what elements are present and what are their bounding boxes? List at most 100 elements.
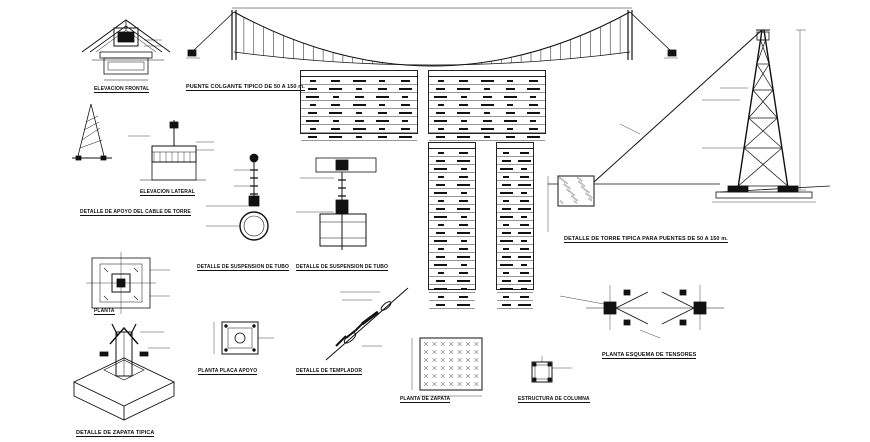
table-row	[429, 189, 475, 197]
cell-mark	[309, 103, 316, 106]
label-detalle-zapata: DETALLE DE ZAPATA TIPICA	[76, 430, 155, 437]
table-row	[429, 117, 545, 125]
cell-mark	[459, 223, 468, 226]
table-cell	[429, 293, 452, 300]
cell-mark	[503, 151, 509, 154]
table-cell	[301, 101, 324, 108]
rebar-cross	[423, 373, 429, 379]
cell-mark	[521, 191, 527, 194]
cell-mark	[480, 103, 494, 106]
table-row	[429, 205, 475, 213]
rebar-cross	[474, 381, 479, 387]
table-cell	[515, 277, 533, 284]
table-cell	[452, 229, 475, 236]
cell-mark	[309, 79, 316, 82]
cell-mark	[519, 271, 529, 274]
table-cell	[475, 109, 498, 116]
cell-mark	[434, 95, 448, 98]
table-cell	[452, 205, 475, 212]
table-cell	[515, 213, 533, 220]
table-cell	[429, 197, 452, 204]
table-row	[497, 221, 533, 229]
table-cell	[515, 181, 533, 188]
rebar-cross	[423, 365, 429, 371]
table-row	[429, 85, 545, 93]
cell-mark	[501, 255, 511, 258]
table-cell	[429, 189, 452, 196]
cell-mark	[501, 279, 511, 282]
table-cell	[497, 293, 515, 300]
cell-mark	[356, 87, 362, 90]
cell-mark	[457, 159, 470, 162]
cell-mark	[457, 87, 471, 90]
table-cell	[499, 117, 522, 124]
table-cell	[347, 109, 370, 116]
cell-mark	[377, 135, 387, 138]
table-cell	[499, 93, 522, 100]
table-cell	[394, 117, 417, 124]
cell-mark	[434, 263, 447, 266]
cell-mark	[521, 287, 527, 290]
concrete-dot	[577, 177, 579, 179]
table-cell	[475, 85, 498, 92]
label-detalle-apoyo-cable: DETALLE DE APOYO DEL CABLE DE TORRE	[80, 209, 191, 216]
cell-mark	[517, 207, 531, 210]
table-cell	[324, 117, 347, 124]
table-cell	[429, 93, 452, 100]
table-cell	[324, 93, 347, 100]
cell-mark	[437, 199, 444, 202]
table-cell	[452, 213, 475, 220]
rebar-cross	[449, 373, 454, 379]
rebar-cross	[474, 341, 479, 347]
table-row	[429, 285, 475, 293]
rebar-cross	[440, 373, 445, 379]
cable-table-1-title	[301, 71, 417, 77]
table-cell	[452, 157, 475, 164]
rebar-cross	[474, 373, 479, 379]
cell-mark	[379, 79, 386, 82]
concrete-dot	[565, 184, 568, 187]
concrete-dot	[563, 183, 566, 186]
cell-mark	[306, 119, 320, 122]
table-cell	[429, 205, 452, 212]
table-row	[429, 229, 475, 237]
cell-mark	[308, 87, 318, 90]
cell-mark	[459, 247, 468, 250]
concrete-dot	[573, 200, 576, 203]
table-cell	[515, 253, 533, 260]
cell-mark	[437, 271, 444, 274]
estructura-columna-figure	[531, 356, 572, 383]
cell-mark	[519, 247, 529, 250]
cell-mark	[379, 127, 386, 130]
table-cell	[452, 301, 475, 308]
table-row	[429, 261, 475, 269]
planta-figure	[86, 252, 170, 314]
elevacion-lateral-figure	[128, 120, 214, 181]
table-row	[301, 125, 417, 133]
table-cell	[324, 125, 347, 132]
table-cell	[497, 213, 515, 220]
cell-mark	[459, 175, 468, 178]
table-row	[497, 181, 533, 189]
label-elevacion-frontal: ELEVACION FRONTAL	[94, 86, 150, 93]
cell-mark	[460, 287, 467, 290]
cell-mark	[484, 87, 490, 90]
cell-mark	[505, 135, 515, 138]
rebar-cross	[449, 357, 454, 363]
cell-mark	[519, 295, 529, 298]
cell-mark	[505, 111, 515, 114]
cell-mark	[503, 199, 509, 202]
cell-mark	[501, 231, 511, 234]
label-estructura-columna: ESTRUCTURA DE COLUMNA	[518, 396, 590, 403]
label-detalle-templador: DETALLE DE TEMPLADOR	[296, 368, 363, 375]
cell-mark	[457, 255, 470, 258]
rebar-cross	[465, 365, 471, 371]
table-cell	[429, 181, 452, 188]
table-cell	[347, 77, 370, 84]
table-cell	[452, 221, 475, 228]
table-row	[429, 301, 475, 309]
table-row	[301, 101, 417, 109]
concrete-dot	[562, 179, 565, 182]
cell-mark	[503, 271, 509, 274]
cell-mark	[517, 279, 531, 282]
